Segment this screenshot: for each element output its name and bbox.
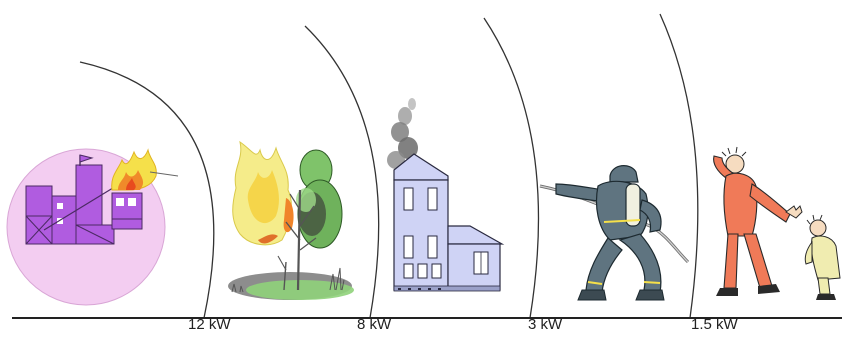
smoking-house-icon [387,98,502,291]
people-shielding-icon [714,147,840,300]
distance-label-3kw: 3 kW [528,316,562,333]
firefighter-icon [540,166,688,300]
distance-label-1-5kw: 1.5 kW [691,316,738,333]
distance-label-8kw: 8 kW [357,316,391,333]
burning-tree-icon [228,142,354,300]
burning-plant-icon [7,149,178,305]
distance-label-12kw: 12 kW [188,316,231,333]
radiation-arc-1-5kw [660,14,698,318]
